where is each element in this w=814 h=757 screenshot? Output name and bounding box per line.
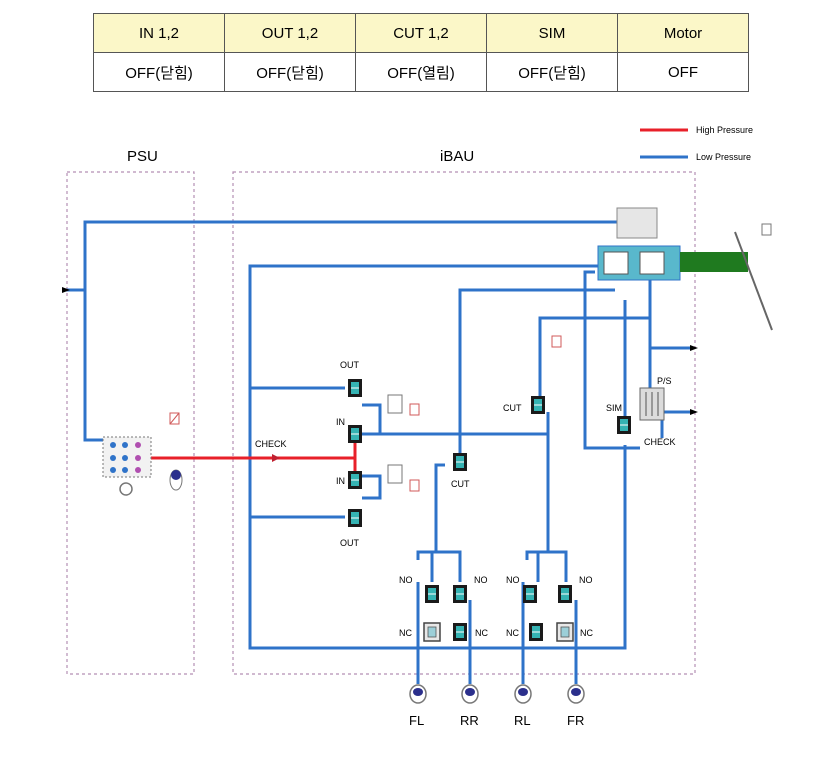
in-label-2: IN — [336, 476, 345, 486]
cut-label-1: CUT — [503, 403, 522, 413]
check-label-right: CHECK — [644, 437, 676, 447]
header-motor: Motor — [617, 13, 749, 53]
out-valve-2-icon — [347, 508, 363, 528]
legend-low-label: Low Pressure — [696, 152, 751, 162]
wheel-label-fl: FL — [409, 713, 424, 728]
out-valve-1-icon — [347, 378, 363, 398]
psu-title: PSU — [127, 148, 158, 165]
motor-pump-icon — [597, 207, 773, 331]
pedal-simulator-icon — [639, 387, 665, 421]
sim-label: SIM — [606, 403, 622, 413]
psu-frame — [66, 171, 195, 675]
ibau-frame — [232, 171, 696, 675]
nc-label-fr: NC — [580, 628, 593, 638]
cut-valve-2-icon — [452, 452, 468, 472]
no-valve-rl-icon — [522, 584, 538, 604]
no-valve-fl-icon — [424, 584, 440, 604]
nc-valve-fr-icon — [556, 622, 574, 642]
wheel-rr-icon — [461, 684, 479, 704]
nc-label-rl: NC — [506, 628, 519, 638]
no-valve-rr-icon — [452, 584, 468, 604]
no-label-fl: NO — [399, 575, 413, 585]
no-valve-fr-icon — [557, 584, 573, 604]
in-valve-1-icon — [347, 424, 363, 444]
value-sim: OFF(닫힘) — [486, 52, 618, 92]
nc-valve-rr-icon — [452, 622, 468, 642]
out-label-2: OUT — [340, 538, 360, 548]
valve-status-table: IN 1,2 OUT 1,2 CUT 1,2 SIM Motor OFF(닫힘)… — [93, 13, 749, 92]
legend-high-label: High Pressure — [696, 125, 753, 135]
no-label-rl: NO — [506, 575, 520, 585]
check-arrow-icon — [272, 454, 280, 462]
ps-label: P/S — [657, 376, 672, 386]
inlet-arrow-icon — [62, 287, 70, 293]
value-out: OFF(닫힘) — [224, 52, 356, 92]
sim-valve-icon — [616, 415, 632, 435]
wheel-fl-icon — [409, 684, 427, 704]
nc-label-fl: NC — [399, 628, 412, 638]
check-label-left: CHECK — [255, 439, 287, 449]
nc-valve-rl-icon — [528, 622, 544, 642]
nc-valve-fl-icon — [423, 622, 441, 642]
wheel-label-rr: RR — [460, 713, 479, 728]
accumulator-icons — [387, 335, 562, 492]
out-label-1: OUT — [340, 360, 360, 370]
outlet-arrow-icon-2 — [690, 409, 698, 415]
wheel-label-fr: FR — [567, 713, 584, 728]
master-cylinder-icon — [102, 436, 152, 496]
in-label-1: IN — [336, 417, 345, 427]
no-label-fr: NO — [579, 575, 593, 585]
wheel-fr-icon — [567, 684, 585, 704]
value-motor: OFF — [617, 52, 749, 92]
outlet-arrow-icon — [690, 345, 698, 351]
in-valve-2-icon — [347, 470, 363, 490]
header-in: IN 1,2 — [93, 13, 225, 53]
ibau-title: iBAU — [440, 148, 474, 165]
cut-label-2: CUT — [451, 479, 470, 489]
no-label-rr: NO — [474, 575, 488, 585]
header-sim: SIM — [486, 13, 618, 53]
value-in: OFF(닫힘) — [93, 52, 225, 92]
pressure-sensor-icon — [169, 412, 183, 491]
nc-label-rr: NC — [475, 628, 488, 638]
low-pressure-lines — [66, 220, 693, 684]
legend: High Pressure Low Pressure — [640, 125, 753, 162]
cut-valve-1-icon — [530, 395, 546, 415]
wheel-label-rl: RL — [514, 713, 531, 728]
wheel-rl-icon — [514, 684, 532, 704]
value-cut: OFF(열림) — [355, 52, 487, 92]
